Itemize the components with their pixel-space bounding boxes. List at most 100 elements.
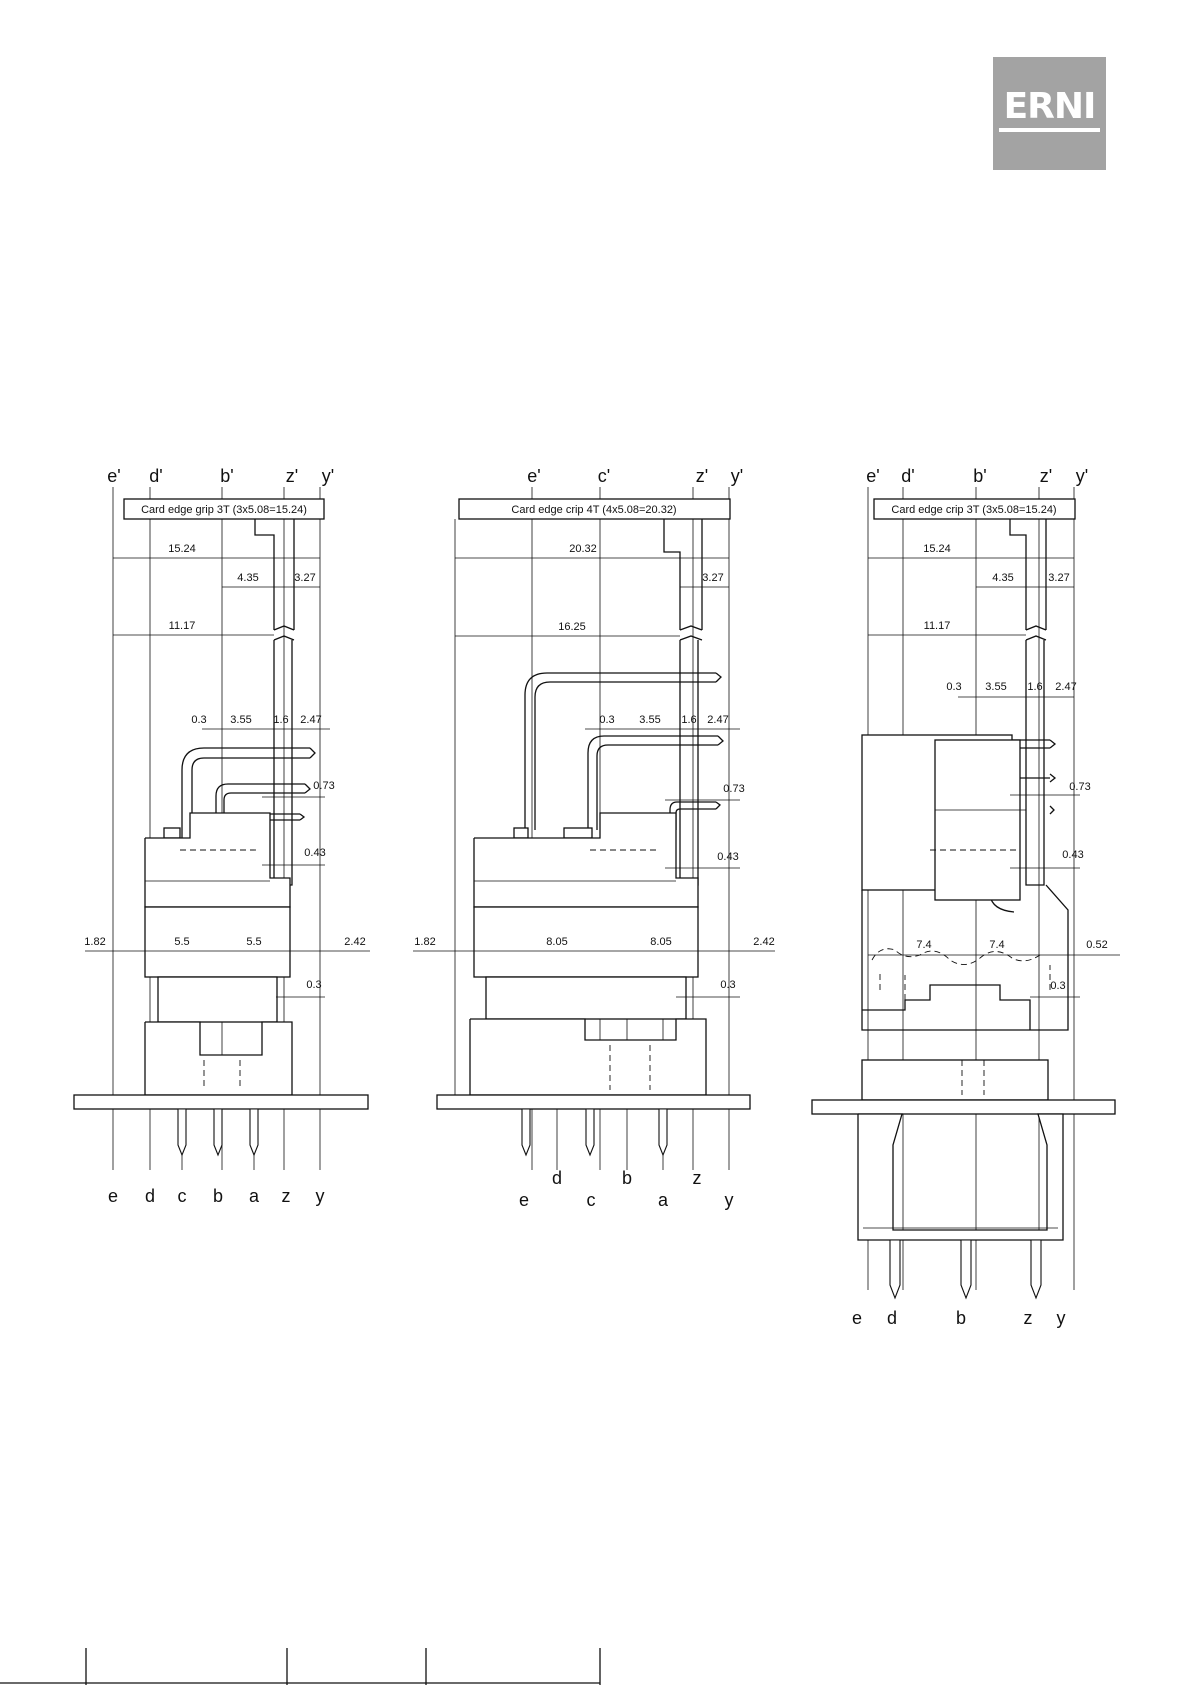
view-2-label-b: b bbox=[622, 1168, 632, 1188]
view-1-label-d: d bbox=[145, 1186, 155, 1206]
view-1-label-b: b bbox=[213, 1186, 223, 1206]
view-3-banner: Card edge crip 3T (3x5.08=15.24) bbox=[891, 504, 1056, 516]
view-3-label-e: e bbox=[852, 1308, 862, 1328]
view-3-label-d: d bbox=[887, 1308, 897, 1328]
view-2-label-z-prime: z' bbox=[696, 466, 708, 486]
view-1-label-a: a bbox=[249, 1186, 260, 1206]
view-2-label-e-prime: e' bbox=[527, 466, 540, 486]
view-2-label-y: y bbox=[725, 1190, 734, 1210]
view-1-label-y-prime: y' bbox=[322, 466, 334, 486]
view-3-label-z: z bbox=[1024, 1308, 1033, 1328]
view-3-label-d-prime: d' bbox=[901, 466, 914, 486]
view-1-dim-3-27: 3.27 bbox=[294, 572, 315, 584]
view-3-dim-0-3: 0.3 bbox=[946, 681, 961, 693]
view-2-dim-1-6: 1.6 bbox=[681, 714, 696, 726]
view-1-label-c: c bbox=[178, 1186, 187, 1206]
view-3-dimension-lines bbox=[868, 557, 1120, 998]
view-2-dim-1-82: 1.82 bbox=[414, 936, 435, 948]
view-3-dim-7-4-right: 7.4 bbox=[989, 939, 1004, 951]
view-2-label-e: e bbox=[519, 1190, 529, 1210]
view-1-dim-2-47: 2.47 bbox=[300, 714, 321, 726]
view-1-banner-box bbox=[123, 498, 325, 520]
view-3-dim-11-17: 11.17 bbox=[924, 620, 951, 632]
view-3-banner-box bbox=[873, 498, 1076, 520]
view-2-dim-0-73: 0.73 bbox=[723, 783, 744, 795]
view-1-card-edge-grip-3t: e' d' b' z' y' Card edge grip 3T (3x5.08… bbox=[73, 466, 370, 1206]
view-3-dim-15-24: 15.24 bbox=[923, 543, 951, 555]
logo-text: ERNI bbox=[1003, 86, 1097, 127]
view-1-label-e: e bbox=[108, 1186, 118, 1206]
view-3-label-z-prime: z' bbox=[1040, 466, 1052, 486]
view-1-dim-5-5-right: 5.5 bbox=[246, 936, 261, 948]
view-1-dim-1-6: 1.6 bbox=[273, 714, 288, 726]
view-2-dim-2-42: 2.42 bbox=[753, 936, 774, 948]
view-3-dim-3-27: 3.27 bbox=[1048, 572, 1069, 584]
view-2-contacts bbox=[524, 672, 724, 830]
view-3-dim-0-3-lower: 0.3 bbox=[1050, 980, 1065, 992]
view-3-dim-4-35: 4.35 bbox=[992, 572, 1013, 584]
view-2-label-d: d bbox=[552, 1168, 562, 1188]
view-1-label-y: y bbox=[316, 1186, 325, 1206]
view-2-card-edge-crip-4t: e' c' z' y' Card edge crip 4T (4x5.08=20… bbox=[413, 466, 775, 1210]
view-2-dim-3-55: 3.55 bbox=[639, 714, 660, 726]
view-2-housing bbox=[469, 812, 707, 1096]
view-3-dim-0-43: 0.43 bbox=[1062, 849, 1083, 861]
erni-logo: ERNI bbox=[993, 57, 1106, 170]
view-3-card-edge-crip-3t: e' d' b' z' y' Card edge crip 3T (3x5.08… bbox=[811, 466, 1120, 1328]
view-3-lower-body bbox=[857, 1113, 1064, 1241]
view-1-label-z: z bbox=[282, 1186, 291, 1206]
view-3-dim-0-52: 0.52 bbox=[1086, 939, 1107, 951]
view-2-dim-8-05-left: 8.05 bbox=[546, 936, 567, 948]
view-1-label-d-prime: d' bbox=[149, 466, 162, 486]
logo-underline-bar bbox=[999, 128, 1100, 132]
view-3-board bbox=[811, 1099, 1116, 1115]
view-3-dim-0-73: 0.73 bbox=[1069, 781, 1090, 793]
view-2-banner-box bbox=[458, 498, 731, 520]
view-2-label-z: z bbox=[693, 1168, 702, 1188]
view-3-housing bbox=[861, 734, 1069, 1101]
view-3-dim-3-55: 3.55 bbox=[985, 681, 1006, 693]
view-3-dim-2-47: 2.47 bbox=[1055, 681, 1076, 693]
view-3-card-edge bbox=[1009, 519, 1047, 886]
view-3-pins bbox=[889, 1239, 1042, 1300]
view-1-pins bbox=[177, 1108, 259, 1157]
view-2-dim-0-43: 0.43 bbox=[717, 851, 738, 863]
view-2-dim-0-3-lower: 0.3 bbox=[720, 979, 735, 991]
view-1-housing bbox=[144, 812, 293, 1096]
view-2-dim-16-25: 16.25 bbox=[558, 621, 586, 633]
view-1-dim-0-43: 0.43 bbox=[304, 847, 325, 859]
view-1-dim-4-35: 4.35 bbox=[237, 572, 258, 584]
view-1-dim-0-73: 0.73 bbox=[313, 780, 334, 792]
view-1-dimension-lines bbox=[85, 557, 370, 998]
view-3-dim-1-6: 1.6 bbox=[1027, 681, 1042, 693]
view-2-dim-0-3: 0.3 bbox=[599, 714, 614, 726]
view-3-label-y: y bbox=[1057, 1308, 1066, 1328]
view-3-label-y-prime: y' bbox=[1076, 466, 1088, 486]
view-1-label-z-prime: z' bbox=[286, 466, 298, 486]
view-1-dim-0-3-lower: 0.3 bbox=[306, 979, 321, 991]
view-1-dim-5-5-left: 5.5 bbox=[174, 936, 189, 948]
view-1-dim-15-24: 15.24 bbox=[168, 543, 196, 555]
footer-table-lines bbox=[0, 1648, 601, 1685]
view-1-dim-0-3: 0.3 bbox=[191, 714, 206, 726]
view-2-dim-3-27: 3.27 bbox=[702, 572, 723, 584]
view-2-label-a: a bbox=[658, 1190, 669, 1210]
view-2-dim-20-32: 20.32 bbox=[569, 543, 597, 555]
view-2-board bbox=[436, 1094, 751, 1110]
view-1-dim-11-17: 11.17 bbox=[169, 620, 196, 632]
view-1-banner: Card edge grip 3T (3x5.08=15.24) bbox=[141, 504, 307, 516]
view-2-dimension-lines bbox=[413, 557, 775, 998]
view-1-label-e-prime: e' bbox=[107, 466, 120, 486]
view-2-dim-2-47: 2.47 bbox=[707, 714, 728, 726]
view-2-label-c: c bbox=[587, 1190, 596, 1210]
view-1-dim-3-55: 3.55 bbox=[230, 714, 251, 726]
view-3-label-e-prime: e' bbox=[866, 466, 879, 486]
view-2-pins bbox=[521, 1108, 668, 1157]
view-3-label-b-prime: b' bbox=[973, 466, 986, 486]
view-3-label-b: b bbox=[956, 1308, 966, 1328]
view-1-dim-2-42: 2.42 bbox=[344, 936, 365, 948]
view-1-dim-1-82: 1.82 bbox=[84, 936, 105, 948]
view-2-banner: Card edge crip 4T (4x5.08=20.32) bbox=[511, 504, 676, 516]
view-2-label-y-prime: y' bbox=[731, 466, 743, 486]
